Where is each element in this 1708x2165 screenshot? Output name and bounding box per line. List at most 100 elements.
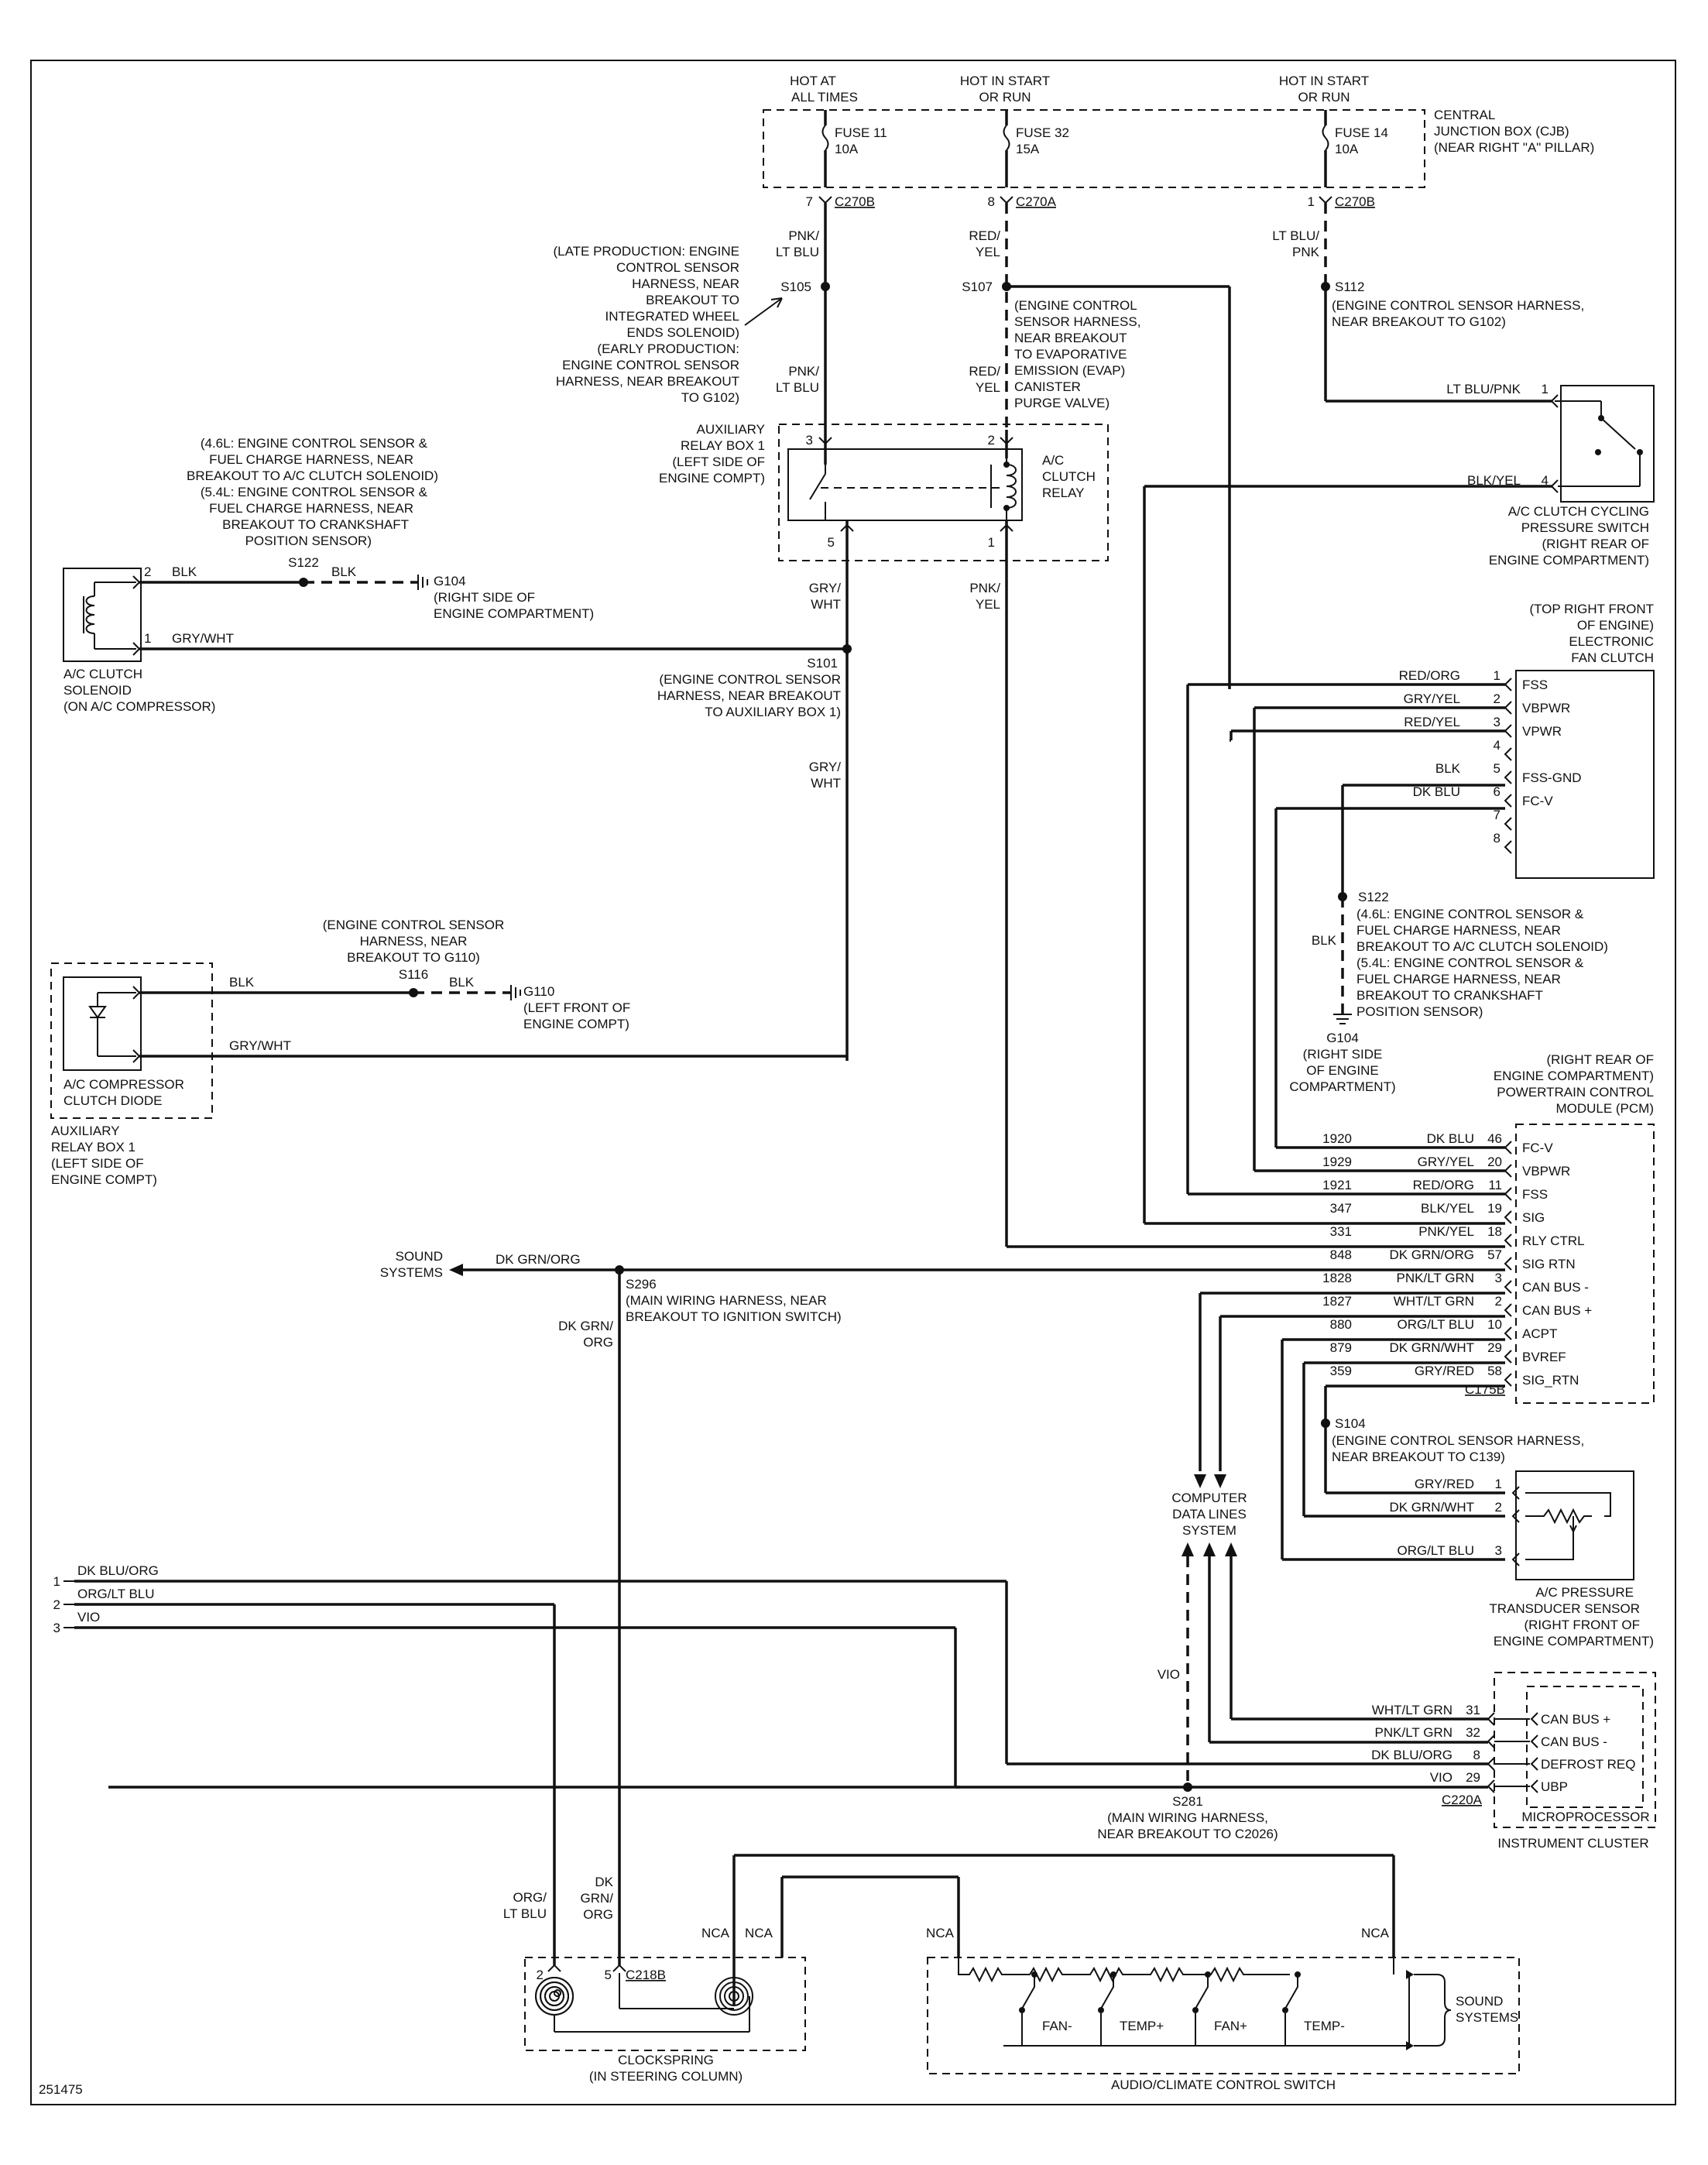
- sound-section: SOUND SYSTEMS DK GRN/ORG S296 (MAIN WIRI…: [380, 1249, 842, 1965]
- c270a-pin8: 8: [988, 194, 995, 209]
- relay-pin1: 1: [988, 535, 995, 550]
- switch-button-fan-minus: FAN-: [1042, 2019, 1072, 2033]
- diode-wire-blk: BLK: [229, 975, 255, 990]
- svg-text:TO EVAPORATIVE: TO EVAPORATIVE: [1014, 347, 1127, 362]
- pcm-circuit-3: 1828: [1322, 1271, 1352, 1285]
- pcm-wire-57: DK GRN/ORG: [1389, 1247, 1474, 1262]
- relay-pin2: 2: [988, 433, 995, 448]
- pcm-box-dashed: [1515, 1124, 1655, 1404]
- data-lines-arrow-up-2-icon: [1203, 1542, 1216, 1556]
- cluster-label: INSTRUMENT CLUSTER: [1497, 1836, 1648, 1851]
- cluster-wire-31: WHT/LT GRN: [1372, 1703, 1452, 1717]
- cluster-pin-name-32: CAN BUS -: [1541, 1734, 1607, 1749]
- cjb-label-3: (NEAR RIGHT "A" PILLAR): [1434, 140, 1594, 155]
- cluster-micro-pin-icon: [1530, 1757, 1538, 1771]
- cs-wire-dkgrn-3: ORG: [583, 1907, 613, 1922]
- diode-box-label-1: AUXILIARY: [51, 1124, 120, 1138]
- svg-text:ENDS SOLENOID): ENDS SOLENOID): [627, 325, 739, 340]
- cs-wire-dkgrn-1: DK: [595, 1875, 613, 1889]
- g104-right-note-1: (RIGHT SIDE: [1303, 1047, 1383, 1062]
- relay-name-1: A/C: [1042, 453, 1064, 468]
- wire-red-yel-top-1: RED/: [969, 228, 1000, 243]
- fan-clutch-box: [1515, 670, 1655, 879]
- fan-clutch-section: (TOP RIGHT FRONT OF ENGINE) ELECTRONIC F…: [1186, 602, 1655, 1194]
- switch-sound-1: SOUND: [1456, 1994, 1503, 2009]
- cs-wire-dkgrn-2: GRN/: [581, 1891, 614, 1906]
- svg-text:(4.6L: ENGINE CONTROL SENSOR &: (4.6L: ENGINE CONTROL SENSOR &: [1356, 907, 1584, 921]
- c270a-label: C270A: [1016, 194, 1057, 209]
- fuse32-name: FUSE 32: [1016, 125, 1069, 140]
- switch-fan-plus-icon: [1195, 1975, 1209, 2046]
- relay-title-1: AUXILIARY: [696, 422, 765, 437]
- c270b-pin7: 7: [806, 194, 813, 209]
- wire-red-yel-top-2: YEL: [976, 245, 1000, 259]
- diode-label-2: CLUTCH DIODE: [63, 1093, 163, 1108]
- fan-clutch-pin-5: 5: [1494, 761, 1501, 776]
- pcm-pin-name-46: FC-V: [1522, 1141, 1553, 1155]
- switch-sound-2: SYSTEMS: [1456, 2010, 1518, 2025]
- wire-dkgrn-org-2: ORG: [583, 1335, 613, 1350]
- transducer-pin-icon: [1511, 1509, 1520, 1523]
- splice-s107-label: S107: [962, 280, 993, 294]
- g110-note-2: ENGINE COMPT): [523, 1017, 629, 1031]
- splice-s101-label: S101: [807, 656, 838, 671]
- fuse14-name: FUSE 14: [1335, 125, 1388, 140]
- s101-note-2: HARNESS, NEAR BREAKOUT: [657, 688, 841, 703]
- svg-text:POSITION SENSOR): POSITION SENSOR): [1356, 1004, 1483, 1019]
- fan-clutch-label-1: (TOP RIGHT FRONT: [1529, 602, 1654, 616]
- pcm-circuit-18: 331: [1330, 1224, 1352, 1239]
- svg-text:BREAKOUT TO A/C CLUTCH SOLENOI: BREAKOUT TO A/C CLUTCH SOLENOID): [1356, 939, 1608, 954]
- fan-clutch-pin-icon: [1504, 678, 1512, 691]
- relay-switch-icon: [809, 473, 826, 500]
- pswitch-pin1: 1: [1542, 382, 1549, 396]
- pcm-pin-name-29: BVREF: [1522, 1350, 1566, 1364]
- wire-ltblu-pnk-top-2: PNK: [1292, 245, 1320, 259]
- transducer-label-4: ENGINE COMPARTMENT): [1494, 1634, 1654, 1649]
- clockspring-section: ORG/ LT BLU DK GRN/ ORG NCA NCA 2 5 C218…: [503, 1854, 1395, 2084]
- pcm-circuit-57: 848: [1330, 1247, 1352, 1262]
- switch-sound-arrow-top-icon: [1406, 1970, 1414, 1979]
- s112-note-1: (ENGINE CONTROL SENSOR HARNESS,: [1332, 298, 1584, 313]
- fan-clutch-pin-4: 4: [1494, 738, 1501, 753]
- switch-button-temp-minus: TEMP-: [1304, 2019, 1345, 2033]
- fan-clutch-pin-8: 8: [1494, 831, 1501, 846]
- pswitch-label-1: A/C CLUTCH CYCLING: [1508, 504, 1649, 519]
- relay-title-4: ENGINE COMPT): [659, 471, 765, 485]
- cjb-label-2: JUNCTION BOX (CJB): [1434, 124, 1569, 139]
- fan-clutch-pin-icon: [1504, 747, 1512, 761]
- cluster-pin-32: 32: [1466, 1725, 1480, 1740]
- auxiliary-relay-box: AUXILIARY RELAY BOX 1 (LEFT SIDE OF ENGI…: [659, 422, 1109, 1247]
- pcm-pin-name-10: ACPT: [1522, 1326, 1557, 1341]
- solenoid-pin1: 1: [144, 631, 151, 646]
- svg-text:ENGINE CONTROL SENSOR: ENGINE CONTROL SENSOR: [562, 358, 739, 372]
- wire-pnk-ltblu-mid-1: PNK/: [788, 364, 819, 379]
- ground-g110: G110: [523, 984, 554, 999]
- pressure-switch-box: [1560, 385, 1655, 503]
- svg-text:(LATE PRODUCTION: ENGINE: (LATE PRODUCTION: ENGINE: [553, 244, 739, 259]
- pswitch-wire-blk-yel: BLK/YEL: [1467, 473, 1521, 488]
- pcm-pin-icon: [1504, 1233, 1512, 1247]
- svg-text:BREAKOUT TO A/C CLUTCH SOLENOI: BREAKOUT TO A/C CLUTCH SOLENOID): [187, 468, 438, 483]
- pcm-circuit-20: 1929: [1322, 1155, 1352, 1169]
- switch-button-temp-plus: TEMP+: [1120, 2019, 1164, 2033]
- figure-number: 251475: [39, 2082, 83, 2097]
- transducer-label-1: A/C PRESSURE: [1535, 1585, 1634, 1600]
- cs-wire-org-ltblu-1: ORG/: [513, 1890, 547, 1905]
- fan-clutch-pin-name-1: FSS: [1522, 678, 1548, 692]
- c270b-pin7-icon: [818, 196, 832, 204]
- fuse32-feed-line2: OR RUN: [979, 90, 1031, 105]
- pcm-circuit-58: 359: [1330, 1364, 1352, 1378]
- feed-wire-1: DK BLU/ORG: [77, 1563, 159, 1578]
- g104-left-note-1: (RIGHT SIDE OF: [434, 590, 535, 605]
- fuse32-rating: 15A: [1016, 142, 1040, 156]
- svg-text:FUEL CHARGE HARNESS, NEAR: FUEL CHARGE HARNESS, NEAR: [209, 452, 413, 467]
- feed-wire-3: VIO: [77, 1610, 100, 1625]
- pcm-pin-icon: [1504, 1141, 1512, 1155]
- splice-s122-left-label: S122: [288, 555, 319, 570]
- transducer-pin-2: 2: [1495, 1500, 1502, 1515]
- svg-text:CONTROL SENSOR: CONTROL SENSOR: [616, 260, 739, 275]
- relay-pin3: 3: [806, 433, 813, 448]
- fan-clutch-pin-name-3: VPWR: [1522, 724, 1562, 739]
- ac-clutch-section: (4.6L: ENGINE CONTROL SENSOR & FUEL CHAR…: [63, 436, 852, 1061]
